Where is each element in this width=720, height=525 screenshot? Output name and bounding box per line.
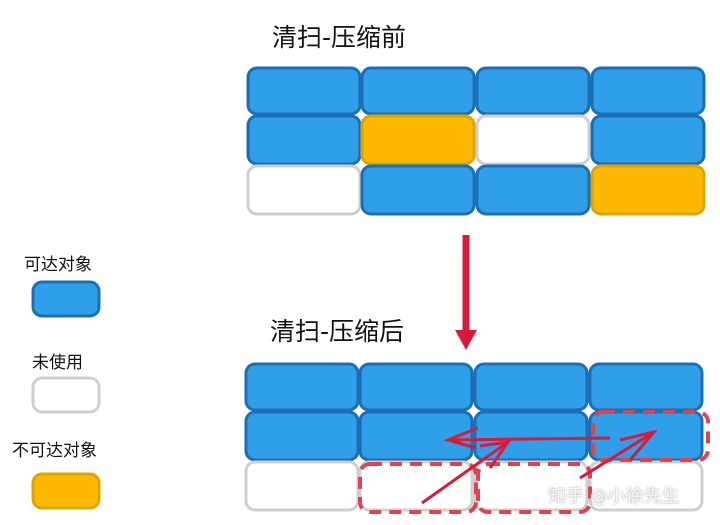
diagonal-move-arrow-icon [421,440,512,505]
after-block-reachable [473,362,589,412]
before-block-reachable [360,164,476,216]
before-block-unreachable [360,114,476,166]
before-block-reachable [590,114,706,166]
before-block-reachable [475,66,591,116]
before-block-reachable [475,164,591,216]
before-block-reachable [246,66,362,116]
before-block-reachable [246,114,362,166]
before-block-unused [475,114,591,166]
legend-block-reachable [31,280,101,318]
after-block-unused [244,460,360,512]
down-arrow-head-icon [455,330,477,350]
after-block-reachable [244,410,360,462]
before-title: 清扫-压缩前 [272,23,407,52]
after-block-reachable [358,410,474,462]
watermark: 知乎 @小徐先生 [548,486,680,507]
moved-slot-dashed-outline [358,462,478,514]
before-block-unreachable [590,164,706,216]
moved-slot-dashed-outline [476,462,592,514]
before-block-unused [246,164,362,216]
after-block-reachable [588,362,704,412]
legend-block-unused [31,376,101,414]
legend-label-reachable: 可达对象 [24,255,92,275]
legend-label-unreachable: 不可达对象 [12,441,97,461]
after-block-unused [358,460,474,512]
legend-label-unused: 未使用 [32,353,83,373]
after-block-reachable [244,362,360,412]
after-title: 清扫-压缩后 [270,317,405,346]
diagonal-move-arrow-icon [579,429,659,480]
before-block-reachable [360,66,476,116]
legend-block-unreachable [31,472,101,510]
left-move-arrow-icon [443,426,611,450]
after-block-reachable [358,362,474,412]
before-block-reachable [590,66,706,116]
moved-slot-dashed-outline [591,410,710,462]
